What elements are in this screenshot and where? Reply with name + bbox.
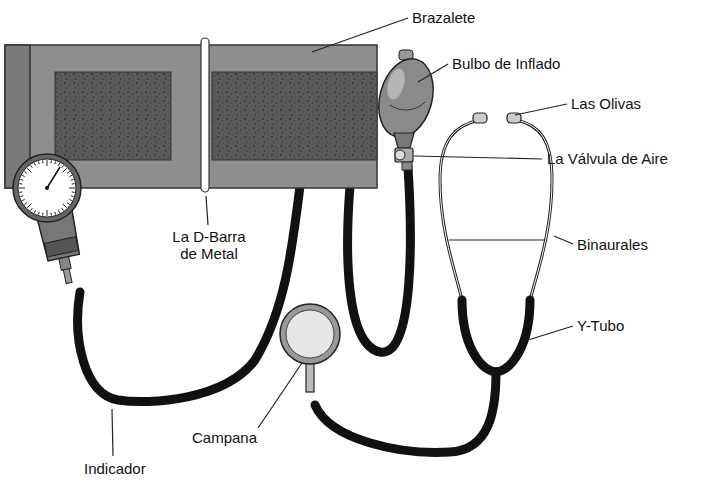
chestpiece-label: Campana [192,429,257,446]
gauge-tick [27,168,31,172]
gauge-tick [42,160,44,163]
gauge-tick [63,204,67,208]
air-valve [395,148,413,170]
bulb-tube [348,168,411,352]
gauge-tick [58,210,59,213]
y-tube-label: Y-Tubo [577,317,624,334]
cuff-label: Brazalete [412,9,475,26]
gauge-tick [50,213,52,216]
gauge-tube [78,186,300,402]
gauge-tick [55,161,56,164]
inflation-bulb [371,50,442,148]
gauge-tick [47,210,48,216]
binaural-label: Binaurales [577,236,648,253]
d-bar-label: La D-Barra de Metal [166,228,252,263]
gauge-tick [50,160,52,163]
gauge-tick [19,191,22,193]
gauge-tick [31,208,33,211]
gauge-tick [62,208,64,211]
gauge-tick [67,203,70,205]
gauge-tick [38,161,39,164]
gauge-tick [22,199,25,200]
gauge-tick [22,175,25,176]
gauge-label: Indicador [84,460,146,477]
gauge-tick [34,163,35,166]
gauge-tick [72,191,75,193]
leader-lines [112,18,573,456]
gauge-tick [67,172,70,174]
chestpiece-tube [315,372,496,452]
gauge-tick [69,199,72,200]
gauge [13,154,87,287]
bulb-label: Bulbo de Inflado [452,55,560,72]
gauge-tick [24,172,27,174]
gauge-tick [20,179,23,180]
chestpiece [280,304,340,392]
gauge-tick [72,183,75,185]
ear-tip-label: Las Olivas [571,95,641,112]
valve-label: La Válvula de Aire [547,150,668,167]
gauge-tick [31,165,33,168]
gauge-tick [42,213,44,216]
gauge-tick [19,188,25,189]
gauge-tick [58,163,59,166]
gauge-tick [38,212,39,215]
gauge-tick [27,204,31,208]
y-tube [462,300,530,372]
gauge-tick [34,210,35,213]
gauge-tick [62,165,64,168]
binaurals [440,120,552,300]
gauge-tick [55,212,56,215]
gauge-tick [69,188,75,189]
gauge-tick [19,183,22,185]
gauge-tick [47,160,48,166]
gauge-tick [24,203,27,205]
gauge-tick [20,196,23,197]
gauge-tick [63,168,67,172]
d-bar [201,38,209,192]
ear-tips [473,113,521,123]
gauge-tick [71,179,74,180]
gauge-tick [69,175,72,176]
gauge-tick [71,196,74,197]
